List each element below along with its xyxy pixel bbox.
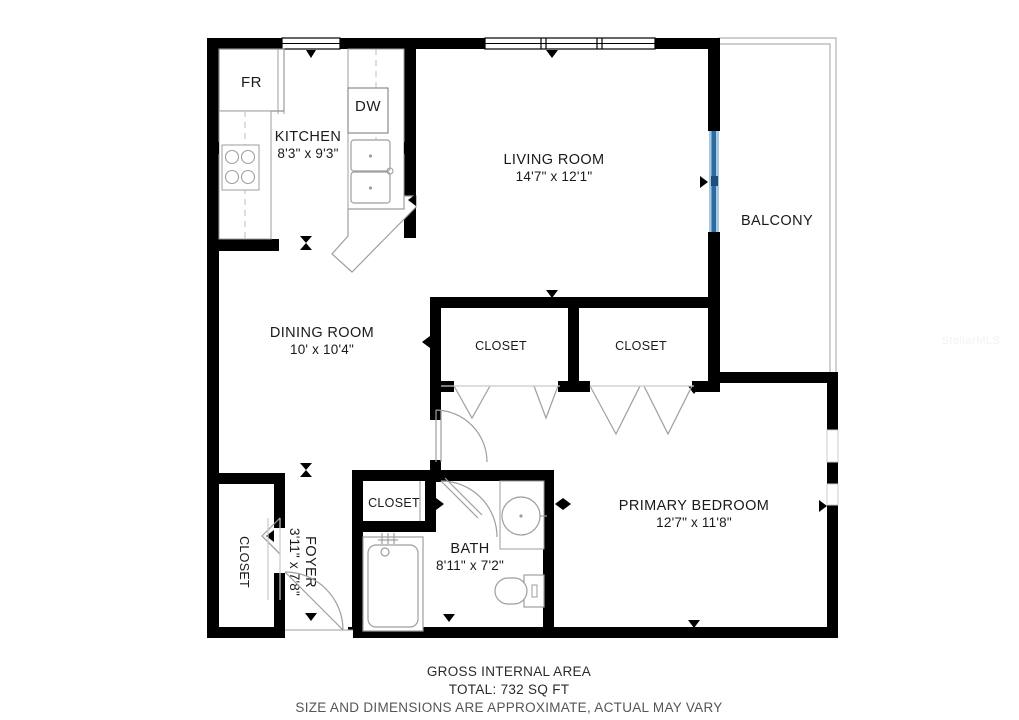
entry-door-opening <box>285 630 353 638</box>
dishwasher-unit: DW <box>347 87 389 134</box>
closet-top-arrow <box>546 290 558 298</box>
balcony-railing <box>718 37 837 380</box>
foyer-closet-door-swings <box>261 517 281 600</box>
entry-door-arrow <box>305 613 317 621</box>
bath-walls <box>352 470 554 631</box>
dining-room-dim: 10' x 10'4" <box>290 342 354 357</box>
bedroom-bottom-arrow <box>688 620 700 628</box>
bath-right-arrow <box>563 498 571 510</box>
bedroom-room-name: PRIMARY BEDROOM <box>619 498 770 514</box>
hall-door-swing <box>435 409 488 463</box>
fridge-cabinet-edge <box>277 49 285 114</box>
watermark-label: StellarMLS <box>942 335 1001 347</box>
dining-arrow-marker <box>211 360 219 372</box>
kitchen-arrow-marker-3 <box>211 142 219 154</box>
bedroom-left-arrow <box>555 498 563 510</box>
entry-door-swing <box>284 571 344 631</box>
dining-room-name: DINING ROOM <box>270 325 374 341</box>
kitchen-walls <box>207 38 416 251</box>
window-bedroom-right <box>819 429 839 512</box>
kitchen-room-name: KITCHEN <box>275 129 341 145</box>
closet-3-label: CLOSET <box>368 496 420 510</box>
bedroom-room-dim: 12'7" x 11'8" <box>656 515 732 530</box>
dining-bowtie-marker <box>300 236 312 250</box>
exterior-walls <box>207 38 838 638</box>
bath-door-swing <box>440 477 498 538</box>
balcony-room-name: BALCONY <box>741 213 813 229</box>
foyer-bowtie-marker <box>300 463 312 477</box>
cooktop <box>221 144 260 191</box>
window-living-top <box>484 37 656 58</box>
kitchen-arrow-marker-2 <box>404 142 412 154</box>
living-room-dim: 14'7" x 12'1" <box>516 169 593 184</box>
dishwasher-label: DW <box>355 98 381 115</box>
fridge-unit: FR <box>218 48 285 112</box>
closet-3-walls <box>352 470 436 532</box>
closet-left-arrow <box>422 336 430 348</box>
kitchen-peninsula <box>331 195 417 273</box>
bath-room-dim: 8'11" x 7'2" <box>436 558 504 573</box>
closet-door-swings <box>441 385 694 436</box>
kitchen-sink <box>350 139 394 204</box>
bath-bottom-arrow <box>443 614 455 622</box>
toilet <box>494 574 545 608</box>
bath-left-arrow <box>428 498 436 510</box>
fridge-label: FR <box>241 74 262 91</box>
foyer-room-name: FOYER <box>302 536 318 588</box>
bath-room-name: BATH <box>450 541 489 557</box>
foyer-walls <box>207 473 285 631</box>
footer-total: TOTAL: 732 SQ FT <box>449 682 570 697</box>
foyer-right-arrow <box>436 498 444 510</box>
bathtub <box>362 533 424 632</box>
kitchen-arrow-marker <box>408 194 416 206</box>
closet-2-label: CLOSET <box>615 339 667 353</box>
closet-1-label: CLOSET <box>475 339 527 353</box>
window-kitchen-top <box>281 37 341 58</box>
bath-vanity-sink <box>499 480 547 550</box>
foyer-closet-arrow <box>266 530 274 542</box>
interior-floor <box>207 38 720 638</box>
footer-gross-area: GROSS INTERNAL AREA <box>427 664 591 679</box>
bath-top-arrow <box>449 472 461 480</box>
sliding-glass-door-balcony <box>700 131 719 232</box>
closet-4-label: CLOSET <box>237 536 251 588</box>
foyer-room-dim: 3'11" x 7'8" <box>287 528 302 596</box>
footer-disclaimer: SIZE AND DIMENSIONS ARE APPROXIMATE, ACT… <box>295 700 722 715</box>
living-room-name: LIVING ROOM <box>503 152 604 168</box>
kitchen-room-dim: 8'3" x 9'3" <box>277 146 338 161</box>
